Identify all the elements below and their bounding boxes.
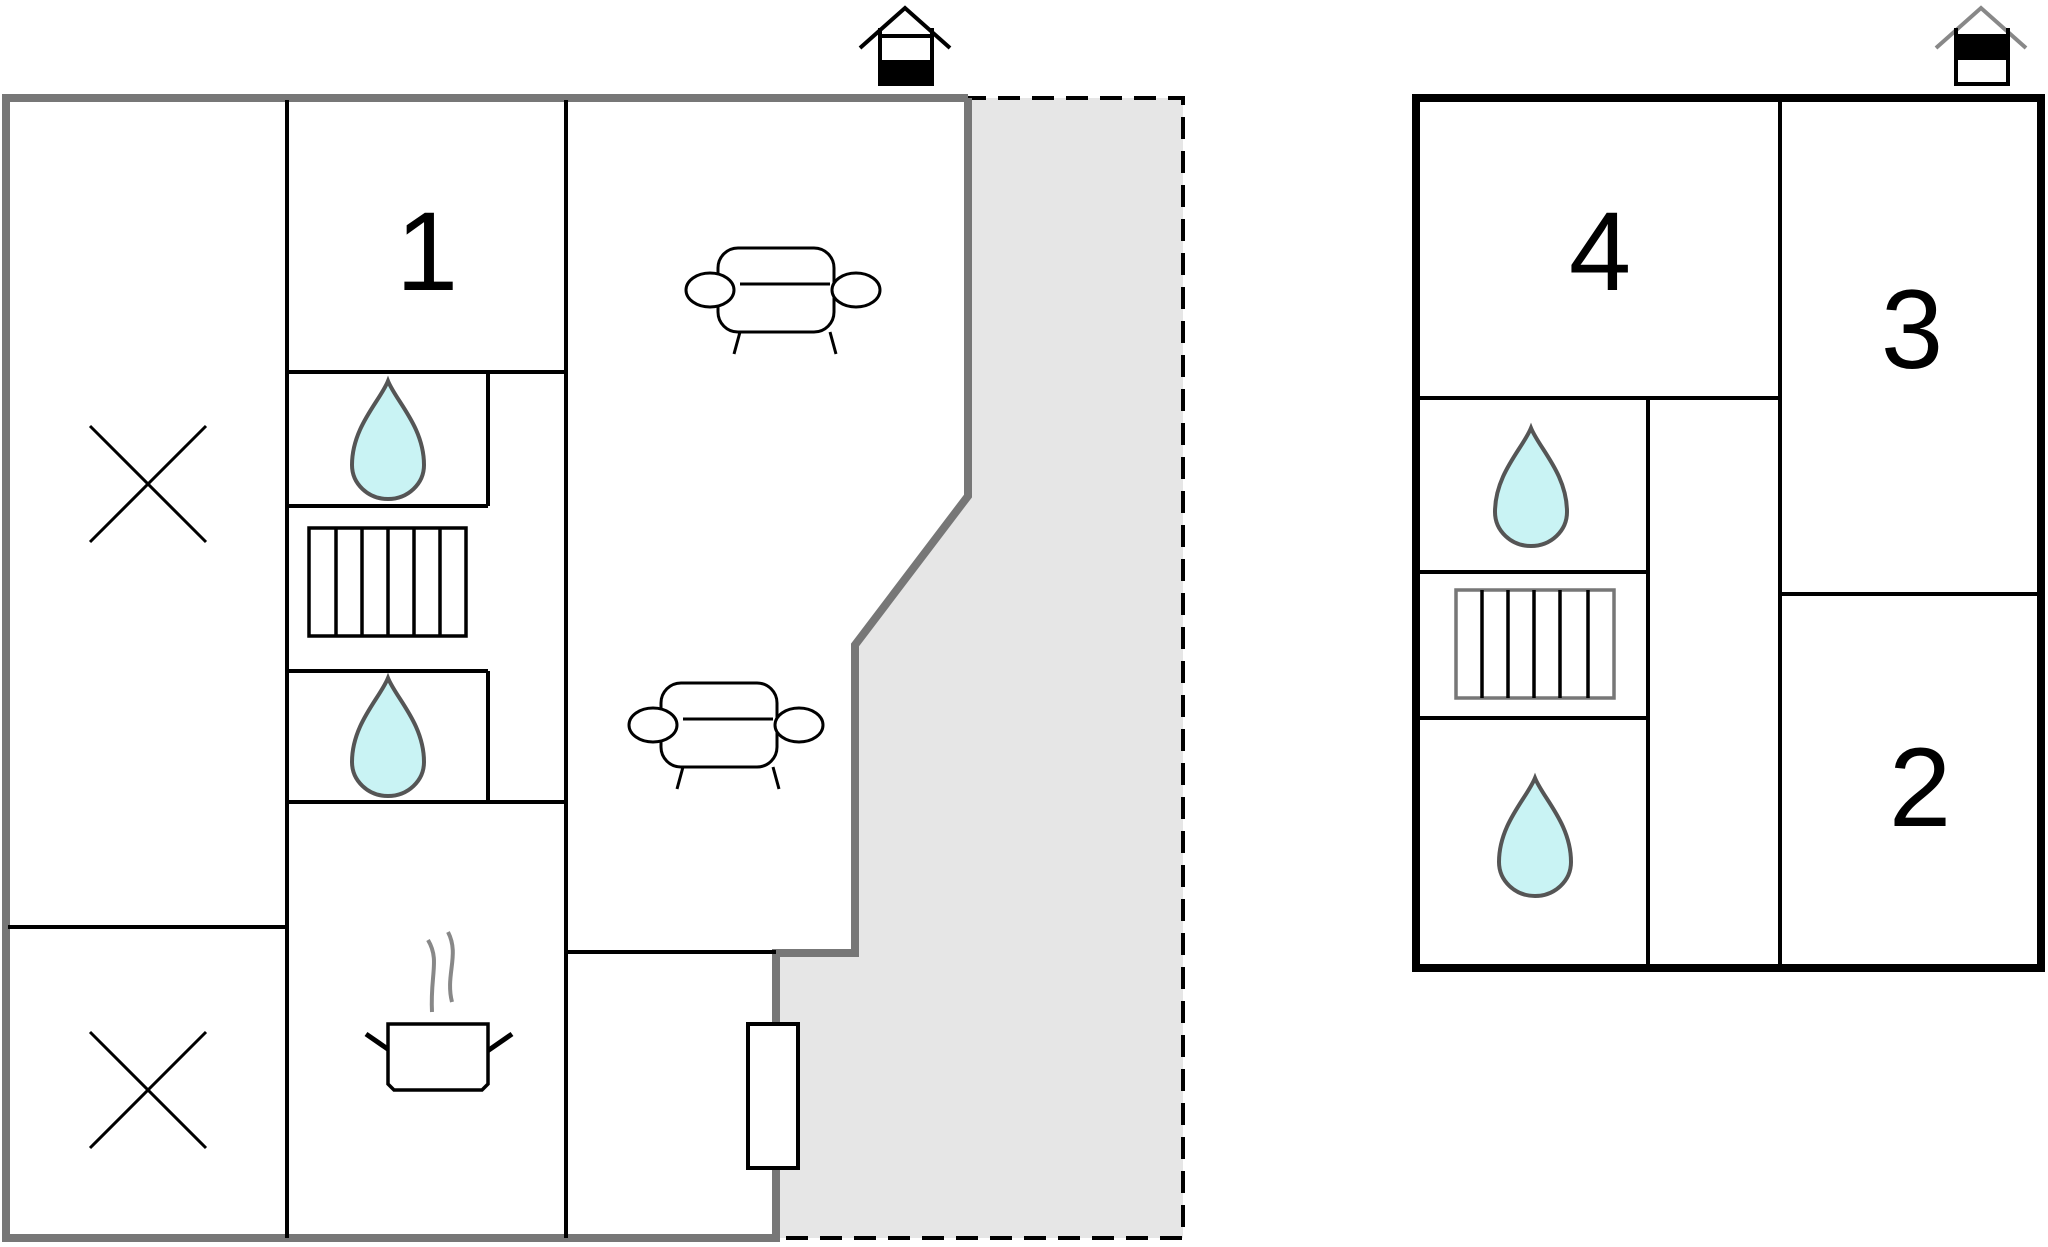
terrace-area: [776, 98, 1183, 1238]
water-drop-icon: [1497, 776, 1573, 898]
floor-level-icon: [1934, 5, 2028, 86]
room-label-4: 4: [1569, 189, 1631, 314]
door-icon: [746, 1022, 800, 1170]
water-drop-icon: [350, 379, 426, 501]
outer-wall: [1412, 94, 2045, 972]
sofa-icon: [627, 681, 825, 791]
water-drop-icon: [350, 676, 426, 798]
interior-walls: [1418, 100, 2039, 966]
room-label-2: 2: [1889, 725, 1951, 850]
ground-floor: 1: [2, 5, 1185, 1242]
water-drop-icon: [1493, 426, 1569, 548]
room-label-3: 3: [1881, 267, 1943, 392]
house-entrance-icon: [858, 5, 952, 86]
upper-floor: 4 3 2: [1412, 5, 2045, 972]
room-label-1: 1: [396, 189, 458, 314]
cross-icon: [88, 1030, 208, 1150]
stairs-icon: [307, 526, 468, 638]
sofa-icon: [684, 246, 882, 356]
stairs-icon: [1454, 588, 1616, 700]
cooking-pot-icon: [364, 931, 514, 1092]
cross-icon: [88, 424, 208, 544]
interior-walls: [8, 100, 776, 1238]
